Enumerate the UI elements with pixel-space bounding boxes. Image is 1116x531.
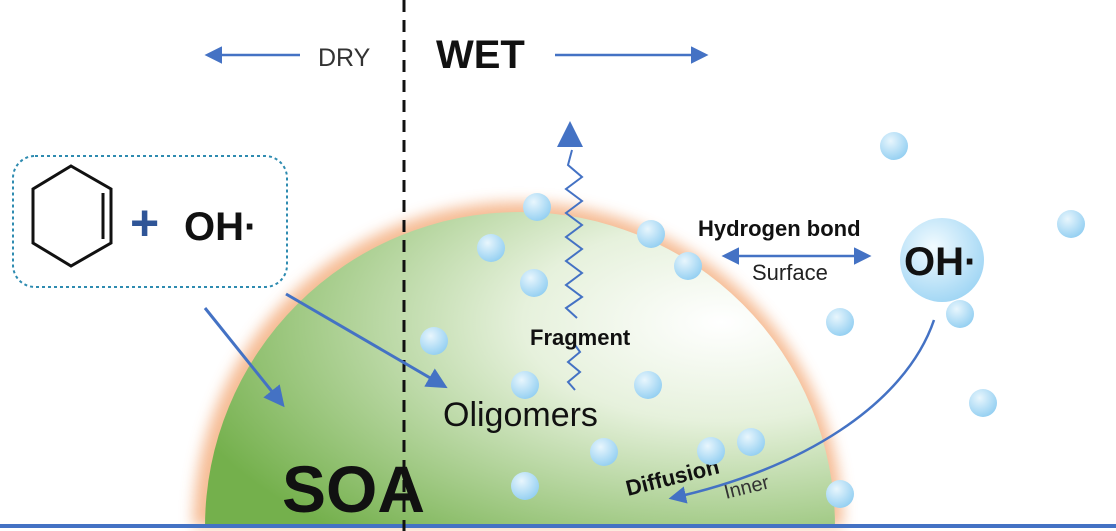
oligomers-label: Oligomers	[443, 396, 598, 434]
droplet	[637, 220, 665, 248]
droplet	[511, 472, 539, 500]
reactant-to-soa-arrow	[203, 307, 285, 408]
fragment-zigzag-lower	[566, 344, 582, 391]
diffusion-arrow	[668, 319, 936, 504]
surface-label: Surface	[752, 260, 828, 285]
oh-radical-droplet	[900, 218, 984, 302]
droplet	[520, 269, 548, 297]
droplet	[477, 234, 505, 262]
soa-hemisphere	[205, 212, 835, 527]
soa-label: SOA	[282, 452, 425, 526]
droplet	[420, 327, 448, 355]
droplet	[523, 193, 551, 221]
droplet	[737, 428, 765, 456]
hydrogen-bond-label: Hydrogen bond	[698, 216, 861, 241]
droplet	[634, 371, 662, 399]
droplet	[511, 371, 539, 399]
reactant-to-oligomers-arrow	[285, 292, 448, 389]
droplet	[826, 308, 854, 336]
droplet	[674, 252, 702, 280]
water-droplets	[420, 132, 1085, 508]
droplet	[946, 300, 974, 328]
fragment-zigzag-upper	[564, 149, 584, 319]
droplet	[826, 480, 854, 508]
plus-sign: +	[130, 195, 159, 251]
reactant-box	[12, 155, 288, 288]
droplet	[969, 389, 997, 417]
fragment-label: Fragment	[530, 325, 631, 350]
droplet	[590, 438, 618, 466]
oh-radical-label: OH·	[904, 240, 977, 284]
wet-label: WET	[436, 33, 525, 77]
fragment-arrow-head	[557, 121, 583, 147]
droplet	[697, 437, 725, 465]
droplet	[880, 132, 908, 160]
droplet	[1057, 210, 1085, 238]
cyclohexene-ring-icon	[31, 164, 113, 268]
reactant-oh-label: OH·	[184, 205, 257, 249]
dry-label: DRY	[318, 44, 371, 72]
soa-particle	[193, 202, 843, 527]
